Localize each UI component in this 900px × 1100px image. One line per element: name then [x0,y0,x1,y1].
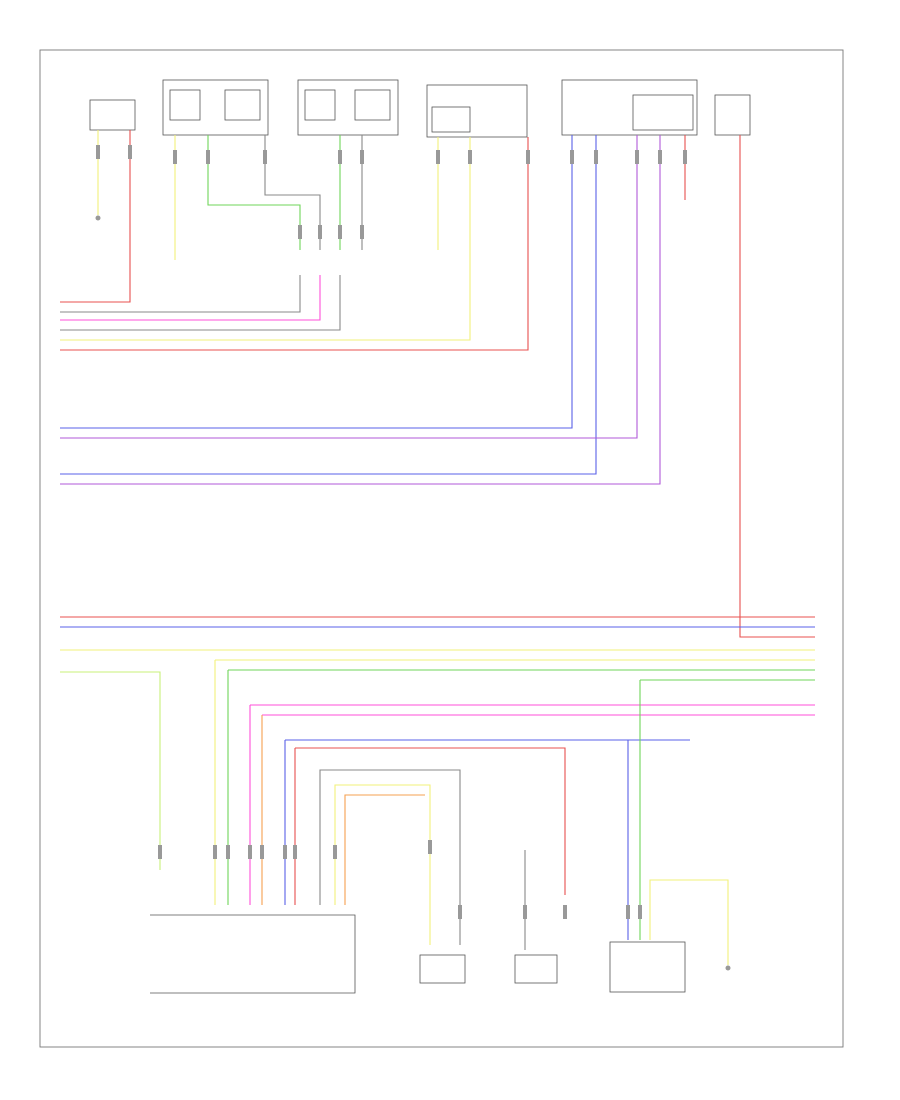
lower-vertical-wires [214,660,731,971]
mid-left-wires [60,275,341,331]
component-box-2b [224,89,261,121]
lower-bus-wires [60,616,815,895]
component-box-7 [419,954,466,984]
diagram-frame [39,49,844,1048]
component-box-6 [714,94,751,136]
component-box-2a [169,89,201,121]
top-vertical-wires [60,130,815,638]
component-box-9 [609,941,686,993]
component-box-3a [304,89,336,121]
component-box-3b [354,89,391,121]
component-box-4 [426,84,528,138]
component-box-5a [632,94,694,131]
component-box-4a [431,106,471,133]
component-box-3 [297,79,399,136]
connector-markers [96,145,687,919]
component-box-1 [89,99,136,131]
lower-components [150,914,686,994]
legend-block [325,368,435,408]
top-components [89,79,751,138]
component-box-8 [514,954,558,984]
control-module-box [150,914,356,994]
component-box-5 [561,79,698,136]
component-box-2 [162,79,269,136]
